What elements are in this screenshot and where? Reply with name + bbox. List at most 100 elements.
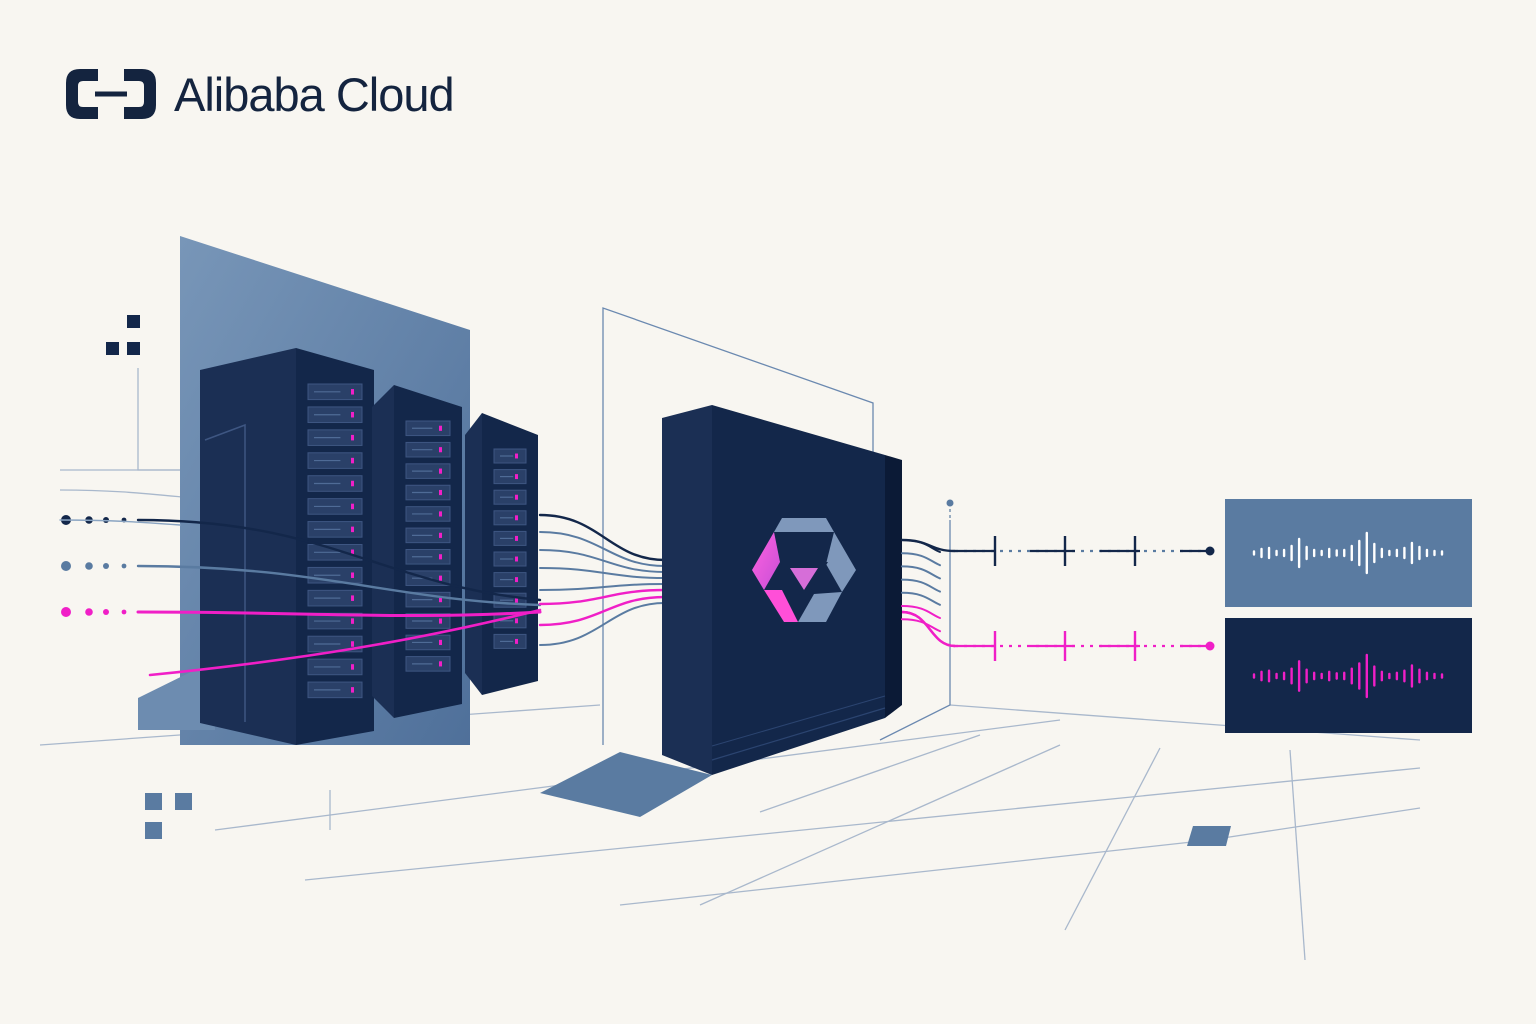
- flow-cable: [539, 549, 666, 573]
- rack-led: [439, 661, 442, 667]
- flow-cable: [148, 608, 542, 677]
- rack-side: [465, 413, 482, 695]
- rack-led: [515, 638, 518, 644]
- flow-cable: [538, 513, 667, 562]
- output-waveform-panel-navy: [1225, 618, 1472, 733]
- rack-led: [439, 554, 442, 560]
- connector-curve: [901, 538, 956, 553]
- flow-cable: [59, 519, 181, 526]
- output-stub: [901, 591, 941, 606]
- grid-line: [1289, 749, 1306, 961]
- output-stub: [901, 605, 941, 619]
- grid-line: [759, 734, 981, 813]
- flow-cable: [539, 567, 666, 579]
- flow-cable: [539, 531, 666, 567]
- rack-led: [439, 511, 442, 517]
- input-stream-slate-dot: [121, 563, 127, 569]
- rack-led: [515, 618, 518, 624]
- rack-led: [351, 572, 354, 578]
- central-processing-unit: [540, 405, 902, 817]
- qwen-logo-icon: [752, 518, 856, 622]
- rack-led: [351, 526, 354, 533]
- flow-cable: [538, 588, 667, 606]
- output-stub: [901, 578, 941, 593]
- rack-led: [515, 515, 518, 521]
- output-waveform-panel-slate: [1225, 499, 1472, 607]
- input-stream-magenta-dot: [103, 609, 109, 615]
- rack-side: [372, 385, 394, 718]
- brand-name: Alibaba Cloud: [174, 67, 455, 121]
- server-rack-1: [200, 348, 374, 745]
- rack-led: [351, 389, 354, 395]
- rack-led: [439, 489, 442, 496]
- flow-cable: [539, 583, 666, 591]
- rack-led: [351, 641, 354, 647]
- connector-curve: [901, 610, 956, 648]
- input-stream-slate-dot: [85, 562, 93, 570]
- flow-cable: [136, 610, 542, 618]
- rack-led: [439, 575, 442, 581]
- flow-cable: [136, 518, 542, 602]
- rack-led: [351, 434, 354, 441]
- connector-end-dot: [1205, 546, 1215, 556]
- rack-side: [200, 348, 296, 745]
- rack-led: [351, 595, 354, 601]
- rack-led: [351, 411, 354, 418]
- rack-led: [351, 664, 354, 670]
- output-connector-bottom: [901, 610, 1215, 661]
- guide-lines-left: [59, 368, 183, 498]
- rack-led: [351, 618, 354, 624]
- decorative-squares-bottom-left: [145, 793, 192, 839]
- rack-led: [515, 453, 518, 459]
- rack-led: [351, 503, 354, 510]
- rack-led: [439, 447, 442, 453]
- rack-led: [439, 639, 442, 646]
- rack-led: [439, 468, 442, 474]
- rack-led: [515, 474, 518, 480]
- input-stream-magenta-dot: [61, 607, 71, 617]
- output-connectors: [901, 499, 1215, 661]
- rack-led: [439, 532, 442, 538]
- rack-led: [439, 597, 442, 603]
- server-floor-shadow: [138, 660, 215, 730]
- input-stream-navy-dot: [103, 517, 109, 523]
- output-stub: [901, 552, 941, 567]
- flow-cables: [59, 513, 667, 677]
- rack-panel-seam: [204, 423, 246, 722]
- flow-cable: [538, 595, 667, 627]
- brand-header: Alibaba Cloud: [62, 62, 455, 126]
- rack-led: [439, 425, 442, 431]
- grid-line: [699, 744, 1061, 906]
- rack-led: [515, 556, 518, 562]
- rack-led: [351, 687, 354, 693]
- grid-line: [1064, 747, 1161, 931]
- decorative-squares-top-left: [106, 315, 140, 355]
- alibaba-cloud-logo-icon: [66, 69, 156, 119]
- connector-end-dot: [1205, 641, 1215, 651]
- grid-line: [619, 839, 1211, 906]
- rack-led: [351, 480, 354, 487]
- input-stream-magenta-dot: [85, 608, 93, 616]
- grid-line: [949, 704, 1421, 741]
- server-rack-2: [372, 385, 462, 718]
- rack-led: [439, 618, 442, 624]
- rack-led: [515, 577, 518, 583]
- input-stream-slate-dot: [103, 563, 109, 569]
- flow-cable: [136, 564, 542, 607]
- glass-pane-frame: [602, 307, 951, 745]
- decorative-tile-bottom-right: [1187, 826, 1231, 846]
- grid-line: [1209, 807, 1421, 841]
- grid-line: [304, 767, 1421, 881]
- rack-led: [515, 494, 518, 500]
- server-rack-3: [465, 413, 538, 695]
- input-stream-magenta-dot: [121, 609, 127, 615]
- output-connector-top: [901, 536, 1215, 566]
- output-stub: [901, 565, 941, 580]
- output-stub: [901, 618, 941, 633]
- rack-led: [351, 549, 354, 556]
- rack-led: [351, 457, 354, 464]
- input-stream-dots: [61, 515, 127, 617]
- rack-led: [515, 535, 518, 541]
- input-stream-slate-dot: [61, 561, 71, 571]
